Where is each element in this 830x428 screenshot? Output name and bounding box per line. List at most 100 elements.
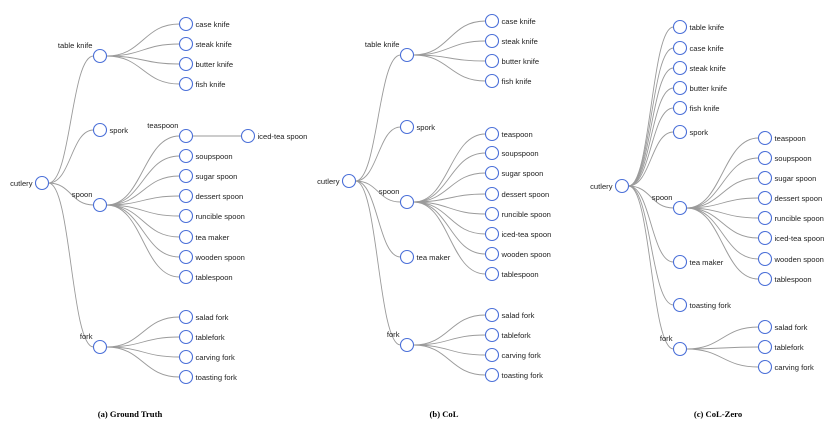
node-wooden-spoon[interactable] [757, 251, 773, 267]
node-carving-fork[interactable] [757, 359, 773, 375]
edge-table-knife-to-case-knife [106, 23, 180, 57]
node-fish-knife[interactable] [672, 100, 688, 116]
node-toasting-fork[interactable] [484, 367, 500, 383]
node-spoon[interactable] [92, 197, 108, 213]
node-sugar-spoon[interactable] [484, 165, 500, 181]
edges-ground-truth [48, 23, 242, 378]
node-soupspoon[interactable] [757, 150, 773, 166]
node-teaspoon[interactable] [757, 130, 773, 146]
node-soupspoon[interactable] [484, 145, 500, 161]
node-label-teaspoon: teaspoon [147, 121, 178, 130]
node-steak-knife[interactable] [484, 33, 500, 49]
node-label-fork: fork [387, 330, 400, 339]
edge-spoon-to-soupspoon [106, 155, 180, 206]
node-fork[interactable] [92, 339, 108, 355]
node-table-knife[interactable] [672, 19, 688, 35]
node-tablespoon[interactable] [757, 271, 773, 287]
node-cutlery[interactable] [614, 178, 630, 194]
edge-cutlery-to-toasting-fork [628, 185, 674, 306]
node-runcible-spoon[interactable] [757, 210, 773, 226]
node-butter-knife[interactable] [672, 80, 688, 96]
node-wooden-spoon[interactable] [484, 246, 500, 262]
node-butter-knife[interactable] [178, 56, 194, 72]
edge-spoon-to-soupspoon [686, 157, 759, 209]
node-carving-fork[interactable] [484, 347, 500, 363]
edge-cutlery-to-fork [355, 180, 401, 346]
node-fish-knife[interactable] [178, 76, 194, 92]
node-label-spork: spork [417, 123, 436, 132]
node-cutlery[interactable] [34, 175, 50, 191]
node-toasting-fork[interactable] [672, 297, 688, 313]
node-spork[interactable] [399, 119, 415, 135]
node-table-knife[interactable] [399, 47, 415, 63]
node-tablefork[interactable] [757, 339, 773, 355]
node-case-knife[interactable] [178, 16, 194, 32]
node-label-fork: fork [660, 334, 673, 343]
node-runcible-spoon[interactable] [484, 206, 500, 222]
node-label-toasting-fork: toasting fork [690, 301, 732, 310]
node-sugar-spoon[interactable] [757, 170, 773, 186]
node-label-iced-tea-spoon: iced-tea spoon [502, 230, 552, 239]
node-case-knife[interactable] [484, 13, 500, 29]
node-spork[interactable] [92, 122, 108, 138]
node-label-tablespoon: tablespoon [196, 273, 233, 282]
node-spork[interactable] [672, 124, 688, 140]
node-teaspoon[interactable] [484, 126, 500, 142]
node-table-knife[interactable] [92, 48, 108, 64]
node-steak-knife[interactable] [672, 60, 688, 76]
node-label-spoon: spoon [72, 190, 93, 199]
node-carving-fork[interactable] [178, 349, 194, 365]
node-butter-knife[interactable] [484, 53, 500, 69]
node-label-carving-fork: carving fork [502, 351, 541, 360]
node-iced-tea-spoon[interactable] [240, 128, 256, 144]
node-label-salad-fork: salad fork [502, 311, 535, 320]
node-salad-fork[interactable] [484, 307, 500, 323]
edge-cutlery-to-spork [355, 126, 401, 182]
node-tablespoon[interactable] [484, 266, 500, 282]
caption-col: (b) CoL [430, 409, 459, 419]
edge-table-knife-to-steak-knife [413, 40, 486, 56]
node-steak-knife[interactable] [178, 36, 194, 52]
node-fish-knife[interactable] [484, 73, 500, 89]
node-teaspoon[interactable] [178, 128, 194, 144]
node-spoon[interactable] [399, 194, 415, 210]
node-salad-fork[interactable] [178, 309, 194, 325]
node-label-spoon: spoon [379, 187, 400, 196]
node-wooden-spoon[interactable] [178, 249, 194, 265]
node-cutlery[interactable] [341, 173, 357, 189]
node-label-salad-fork: salad fork [196, 313, 229, 322]
node-runcible-spoon[interactable] [178, 208, 194, 224]
node-tablespoon[interactable] [178, 269, 194, 285]
node-tablefork[interactable] [178, 329, 194, 345]
node-sugar-spoon[interactable] [178, 168, 194, 184]
node-soupspoon[interactable] [178, 148, 194, 164]
node-tea-maker[interactable] [178, 229, 194, 245]
edge-fork-to-salad-fork [106, 316, 180, 348]
node-spoon[interactable] [672, 200, 688, 216]
edge-spoon-to-teaspoon [106, 135, 180, 206]
edge-spoon-to-sugar-spoon [686, 177, 759, 209]
node-label-wooden-spoon: wooden spoon [774, 255, 824, 264]
node-tea-maker[interactable] [672, 254, 688, 270]
edge-spoon-to-tablespoon [686, 207, 759, 280]
node-tablefork[interactable] [484, 327, 500, 343]
node-fork[interactable] [672, 341, 688, 357]
node-dessert-spoon[interactable] [484, 186, 500, 202]
node-salad-fork[interactable] [757, 319, 773, 335]
node-toasting-fork[interactable] [178, 369, 194, 385]
node-label-tea-maker: tea maker [690, 258, 724, 267]
node-case-knife[interactable] [672, 40, 688, 56]
edge-spoon-to-wooden-spoon [686, 207, 759, 260]
node-label-spork: spork [110, 126, 129, 135]
edge-fork-to-toasting-fork [413, 344, 486, 376]
node-dessert-spoon[interactable] [757, 190, 773, 206]
node-label-iced-tea-spoon: iced-tea spoon [775, 234, 825, 243]
node-tea-maker[interactable] [399, 249, 415, 265]
node-fork[interactable] [399, 337, 415, 353]
node-dessert-spoon[interactable] [178, 188, 194, 204]
node-iced-tea-spoon[interactable] [484, 226, 500, 242]
node-iced-tea-spoon[interactable] [757, 230, 773, 246]
